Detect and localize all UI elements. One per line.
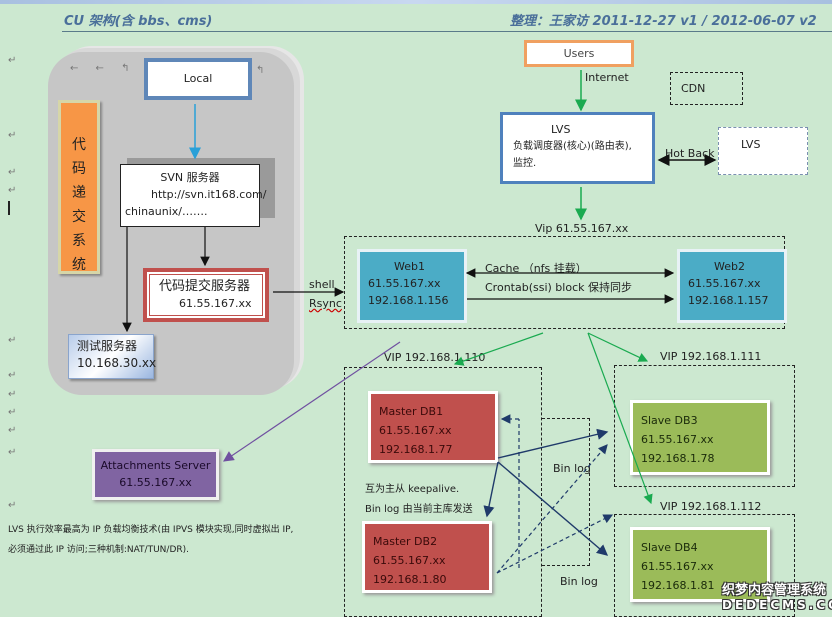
panel-anchor-marks: ← ← ↰ ↰ xyxy=(70,63,163,74)
vip-main-label: Vip 61.55.167.xx xyxy=(535,222,629,235)
code-commit-system-label-box: 代码递交系统 xyxy=(58,100,100,274)
paragraph-mark-icon: ↵ xyxy=(8,389,17,400)
test-server-title: 测试服务器 xyxy=(77,339,138,353)
crontab-sync-label: Crontab(ssi) block 保持同步 xyxy=(485,281,632,294)
master-db1-name: Master DB1 xyxy=(379,405,444,418)
window-top-border xyxy=(0,0,832,4)
test-server-ip: 10.168.30.xx xyxy=(77,356,157,370)
slave-db3-group xyxy=(614,365,795,487)
master1-to-master2-arrow xyxy=(483,461,499,518)
slave-db3-private-ip: 192.168.1.78 xyxy=(641,452,715,465)
master-replication-dashed-link xyxy=(542,418,590,566)
local-label: Local xyxy=(183,72,213,85)
master2-to-slave4-dashed-arrow xyxy=(496,514,614,574)
internet-label: Internet xyxy=(585,71,629,84)
paragraph-mark-icon: ↵ xyxy=(8,407,17,418)
diagram-title: CU 架构(含 bbs、cms) xyxy=(64,14,213,29)
lvs-backup-label: LVS xyxy=(741,138,761,151)
web2-private-ip: 192.168.1.157 xyxy=(688,294,769,307)
slave-db3-node[interactable]: Slave DB3 61.55.167.xx 192.168.1.78 xyxy=(630,400,770,475)
lvs-primary-node[interactable]: LVS 负载调度器(核心)(路由表), 监控. xyxy=(500,112,655,184)
web1-public-ip: 61.55.167.xx xyxy=(368,277,441,290)
slave-db4-public-ip: 61.55.167.xx xyxy=(641,560,714,573)
vertical-label: 代码递交系统 xyxy=(72,137,86,273)
master-db1-node[interactable]: Master DB1 61.55.167.xx 192.168.1.77 xyxy=(368,391,498,463)
watermark-cn: 织梦内容管理系统 xyxy=(722,583,827,598)
lvs-primary-title: LVS xyxy=(551,123,571,136)
svn-server-url-cont: chinaunix/……. xyxy=(125,205,208,218)
paragraph-mark-icon: ↵ xyxy=(8,167,17,178)
slave-db3-public-ip: 61.55.167.xx xyxy=(641,433,714,446)
master-binlog-note: Bin log 由当前主库发送 xyxy=(365,504,473,515)
shell-label: shell xyxy=(309,278,335,291)
attachments-server-name: Attachments Server xyxy=(100,459,211,472)
test-server-node[interactable]: 测试服务器 10.168.30.xx xyxy=(68,334,157,379)
paragraph-mark-icon: ↵ xyxy=(8,447,17,458)
master-db2-name: Master DB2 xyxy=(373,535,438,548)
local-node[interactable]: Local xyxy=(144,58,252,100)
paragraph-mark-icon: ↵ xyxy=(8,500,17,511)
web1-name: Web1 xyxy=(394,260,425,273)
lvs-primary-desc2: 监控. xyxy=(513,158,537,169)
master-db1-public-ip: 61.55.167.xx xyxy=(379,424,452,437)
binlog-lower-label: Bin log xyxy=(560,575,598,588)
text-cursor xyxy=(8,201,10,215)
lvs-backup-node[interactable]: LVS xyxy=(718,127,808,175)
users-label: Users xyxy=(563,47,595,60)
attachments-server-node[interactable]: Attachments Server 61.55.167.xx xyxy=(92,449,219,500)
master-mutual-note: 互为主从 keepalive. Bin log 由当前主库发送 xyxy=(365,480,473,520)
paragraph-mark-icon: ↵ xyxy=(8,130,17,141)
paragraph-mark-icon: ↵ xyxy=(8,55,17,66)
code-commit-server-ip: 61.55.167.xx xyxy=(179,297,252,310)
web2-name: Web2 xyxy=(714,260,745,273)
code-commit-server-node[interactable]: 代码提交服务器 61.55.167.xx xyxy=(143,268,269,322)
cdn-label: CDN xyxy=(681,82,706,95)
slave-db4-name: Slave DB4 xyxy=(641,541,698,554)
web2-public-ip: 61.55.167.xx xyxy=(688,277,761,290)
attachments-server-ip: 61.55.167.xx xyxy=(119,476,192,489)
web2-node[interactable]: Web2 61.55.167.xx 192.168.1.157 xyxy=(677,249,787,323)
vip-slave3-label: VIP 192.168.1.111 xyxy=(660,350,762,363)
master1-to-slave3-arrow xyxy=(497,428,609,459)
paragraph-mark-icon: ↵ xyxy=(8,335,17,346)
svn-server-node[interactable]: SVN 服务器 http://svn.it168.com/ chinaunix/… xyxy=(120,164,267,227)
paragraph-mark-icon: ↵ xyxy=(8,425,17,436)
code-commit-server-title: 代码提交服务器 xyxy=(159,279,251,294)
slave-db4-node[interactable]: Slave DB4 61.55.167.xx 192.168.1.81 xyxy=(630,527,770,602)
lvs-footnote-line1: LVS 执行效率最高为 IP 负载均衡技术(由 IPVS 模块实现,同时虚拟出 … xyxy=(8,525,294,535)
web1-node[interactable]: Web1 61.55.167.xx 192.168.1.156 xyxy=(357,249,467,323)
master-db1-private-ip: 192.168.1.77 xyxy=(379,443,453,456)
svn-server-title: SVN 服务器 xyxy=(160,171,220,184)
master-db2-private-ip: 192.168.1.80 xyxy=(373,573,447,586)
master-db2-node[interactable]: Master DB2 61.55.167.xx 192.168.1.80 xyxy=(362,521,492,593)
users-node[interactable]: Users xyxy=(524,40,634,67)
paragraph-mark-icon: ↵ xyxy=(8,370,17,381)
panel-anchor-mark: ↰ xyxy=(256,65,265,76)
web-to-attachments-arrow xyxy=(223,341,401,462)
header-divider xyxy=(62,31,832,32)
rsync-label: Rsync xyxy=(309,297,342,310)
paragraph-mark-icon: ↵ xyxy=(8,185,17,196)
slave-db3-name: Slave DB3 xyxy=(641,414,698,427)
web-to-slave3-vip-arrow xyxy=(587,332,649,362)
slave-db4-private-ip: 192.168.1.81 xyxy=(641,579,715,592)
watermark: 织梦内容管理系统 DEDECMS.COM xyxy=(722,583,832,613)
web1-private-ip: 192.168.1.156 xyxy=(368,294,449,307)
diagram-author-meta: 整理：王家访 2011-12-27 v1 / 2012-06-07 v2 xyxy=(510,14,817,29)
watermark-en: DEDECMS.COM xyxy=(722,598,832,612)
master-db2-public-ip: 61.55.167.xx xyxy=(373,554,446,567)
web-to-master-vip-arrow xyxy=(453,332,544,366)
lvs-footnote: LVS 执行效率最高为 IP 负载均衡技术(由 IPVS 模块实现,同时虚拟出 … xyxy=(8,520,348,560)
svn-server-url: http://svn.it168.com/ xyxy=(151,188,267,201)
master2-to-slave3-dashed-arrow xyxy=(496,444,608,574)
web-to-slave4-vip-arrow xyxy=(587,332,653,505)
lvs-footnote-line2: 必须通过此 IP 访问;三种机制:NAT/TUN/DR). xyxy=(8,545,189,555)
lvs-primary-desc: 负载调度器(核心)(路由表), xyxy=(513,141,632,152)
binlog-upper-label: Bin log xyxy=(553,462,591,475)
master-mutual-keepalive: 互为主从 keepalive. xyxy=(365,484,460,495)
cdn-node[interactable]: CDN xyxy=(670,72,743,105)
vip-slave4-label: VIP 192.168.1.112 xyxy=(660,500,762,513)
